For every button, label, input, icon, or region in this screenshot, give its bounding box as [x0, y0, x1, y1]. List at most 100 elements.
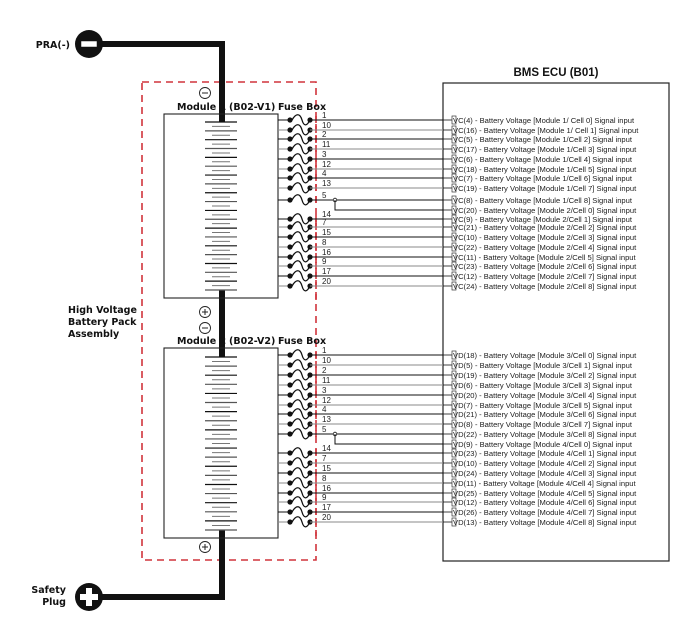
- bms-signal-label: VC(20) - Battery Voltage [Module 2/Cell …: [453, 206, 637, 215]
- fuse-icon: [291, 457, 311, 469]
- fuse-icon: [291, 399, 311, 411]
- pin-number: 9: [322, 257, 327, 266]
- fuse-terminal-icon: [287, 156, 293, 162]
- pin-number: 3: [322, 150, 327, 159]
- pin-number: 11: [322, 140, 331, 149]
- pin-number: 1: [322, 111, 327, 120]
- fuse-terminal-icon: [287, 421, 293, 427]
- fuse-terminal-icon: [287, 234, 293, 240]
- bms-signal-label: VD(7) - Battery Voltage [Module 3/Cell 5…: [453, 401, 633, 410]
- bms-signal-label: VD(19) - Battery Voltage [Module 3/Cell …: [453, 371, 637, 380]
- pin-number: 3: [322, 386, 327, 395]
- bms-signal-label: VC(12) - Battery Voltage [Module 2/Cell …: [453, 272, 637, 281]
- bms-signal-label: VC(22) - Battery Voltage [Module 2/Cell …: [453, 243, 637, 252]
- bms-pin-icon: [451, 164, 457, 174]
- pin-number: 2: [322, 130, 327, 139]
- bms-pin-icon: [451, 252, 457, 262]
- bms-signal-label: VD(9) - Battery Voltage [Module 4/Cell 0…: [453, 440, 633, 449]
- bms-title: BMS ECU (B01): [514, 67, 599, 79]
- fuse-terminal-icon: [287, 392, 293, 398]
- module2-connector: (B02-V2): [229, 336, 275, 347]
- fuse-terminal-icon: [287, 283, 293, 289]
- pra-label: PRA(-): [36, 40, 70, 51]
- safety-plug-label-1: Safety: [31, 585, 66, 596]
- bms-signal-label: VD(22) - Battery Voltage [Module 3/Cell …: [453, 430, 637, 439]
- bms-signal-label: VC(7) - Battery Voltage [Module 1/Cell 6…: [453, 174, 633, 183]
- fuse-icon: [291, 408, 311, 420]
- fuse-icon: [291, 182, 311, 194]
- fuse-terminal-icon: [287, 382, 293, 388]
- bms-signal-label: VC(16) - Battery Voltage [Module 1/ Cell…: [453, 126, 639, 135]
- fuse-icon: [291, 133, 311, 145]
- fuse-terminal-icon: [287, 470, 293, 476]
- bms-pin-icon: [451, 390, 457, 400]
- bms-pin-icon: [451, 458, 457, 468]
- bms-signal-label: VC(23) - Battery Voltage [Module 2/Cell …: [453, 262, 637, 271]
- bms-pin-icon: [451, 195, 457, 205]
- pin-number: 4: [322, 169, 327, 178]
- bms-signal-label: VD(11) - Battery Voltage [Module 4/Cell …: [453, 479, 637, 488]
- bms-signal-label: VD(10) - Battery Voltage [Module 4/Cell …: [453, 459, 637, 468]
- bms-ecu-box: [442, 82, 670, 562]
- fuse-terminal-icon: [287, 175, 293, 181]
- fuse-terminal-icon: [287, 490, 293, 496]
- pin-number: 5: [322, 425, 327, 434]
- fuse-terminal-icon: [287, 136, 293, 142]
- bms-pin-icon: [451, 134, 457, 144]
- fuse-icon: [291, 124, 311, 136]
- fuse-icon: [291, 280, 311, 292]
- bms-pin-icon: [451, 448, 457, 458]
- bms-signal-label: VD(20) - Battery Voltage [Module 3/Cell …: [453, 391, 637, 400]
- fuse-icon: [291, 241, 311, 253]
- pin-number: 4: [322, 405, 327, 414]
- fuse-terminal-icon: [287, 216, 293, 222]
- fuse-terminal-icon: [287, 499, 293, 505]
- bms-pin-icon: [451, 419, 457, 429]
- bms-pin-icon: [451, 205, 457, 215]
- bms-pin-icon: [451, 409, 457, 419]
- bms-signal-label: VD(18) - Battery Voltage [Module 3/Cell …: [453, 351, 637, 360]
- polarity-minus-module2: [199, 322, 211, 334]
- fuse-icon: [291, 516, 311, 528]
- pin-number: 5: [322, 191, 327, 200]
- assembly-label-1: High Voltage: [68, 305, 137, 316]
- pin-number: 10: [322, 356, 331, 365]
- bms-signal-label: VD(6) - Battery Voltage [Module 3/Cell 3…: [453, 381, 633, 390]
- battery-pack-boundary: [141, 81, 317, 561]
- bms-pin-icon: [451, 468, 457, 478]
- bms-pin-icon: [451, 497, 457, 507]
- bms-signal-label: VD(13) - Battery Voltage [Module 4/Cell …: [453, 518, 637, 527]
- bms-pin-icon: [451, 242, 457, 252]
- fuse-terminal-icon: [287, 519, 293, 525]
- bms-pin-icon: [451, 281, 457, 291]
- pin-number: 16: [322, 248, 331, 257]
- fuse-icon: [291, 172, 311, 184]
- fuse-icon: [291, 143, 311, 155]
- safety-plug-terminal: Safety Plug: [31, 583, 103, 611]
- fuse-terminal-icon: [287, 460, 293, 466]
- polarity-plus-module1: [199, 306, 211, 318]
- pin-number: 13: [322, 179, 331, 188]
- bms-pin-icon: [451, 507, 457, 517]
- safety-plug-label-2: Plug: [42, 597, 66, 608]
- fuse-icon: [291, 251, 311, 263]
- bms-pin-icon: [451, 261, 457, 271]
- bms-pin-icon: [451, 429, 457, 439]
- fuse-icon: [291, 487, 311, 499]
- fuse-terminal-icon: [287, 352, 293, 358]
- module1-fusebox-label: Fuse Box: [278, 102, 326, 113]
- fuse-icon: [291, 369, 311, 381]
- bms-pin-icon: [451, 115, 457, 125]
- fuse-terminal-icon: [287, 431, 293, 437]
- fuse-terminal-icon: [287, 480, 293, 486]
- module1-connector: (B02-V1): [229, 102, 275, 113]
- fuse-terminal-icon: [287, 263, 293, 269]
- pin-number: 11: [322, 376, 331, 385]
- fuse-terminal-icon: [287, 117, 293, 123]
- fuse-icon: [291, 359, 311, 371]
- bms-signal-label: VD(23) - Battery Voltage [Module 4/Cell …: [453, 449, 637, 458]
- fuse-icon: [291, 379, 311, 391]
- bms-signal-label: VD(25) - Battery Voltage [Module 4/Cell …: [453, 489, 637, 498]
- module2-label: Module 2: [177, 336, 226, 347]
- fuse-terminal-icon: [287, 372, 293, 378]
